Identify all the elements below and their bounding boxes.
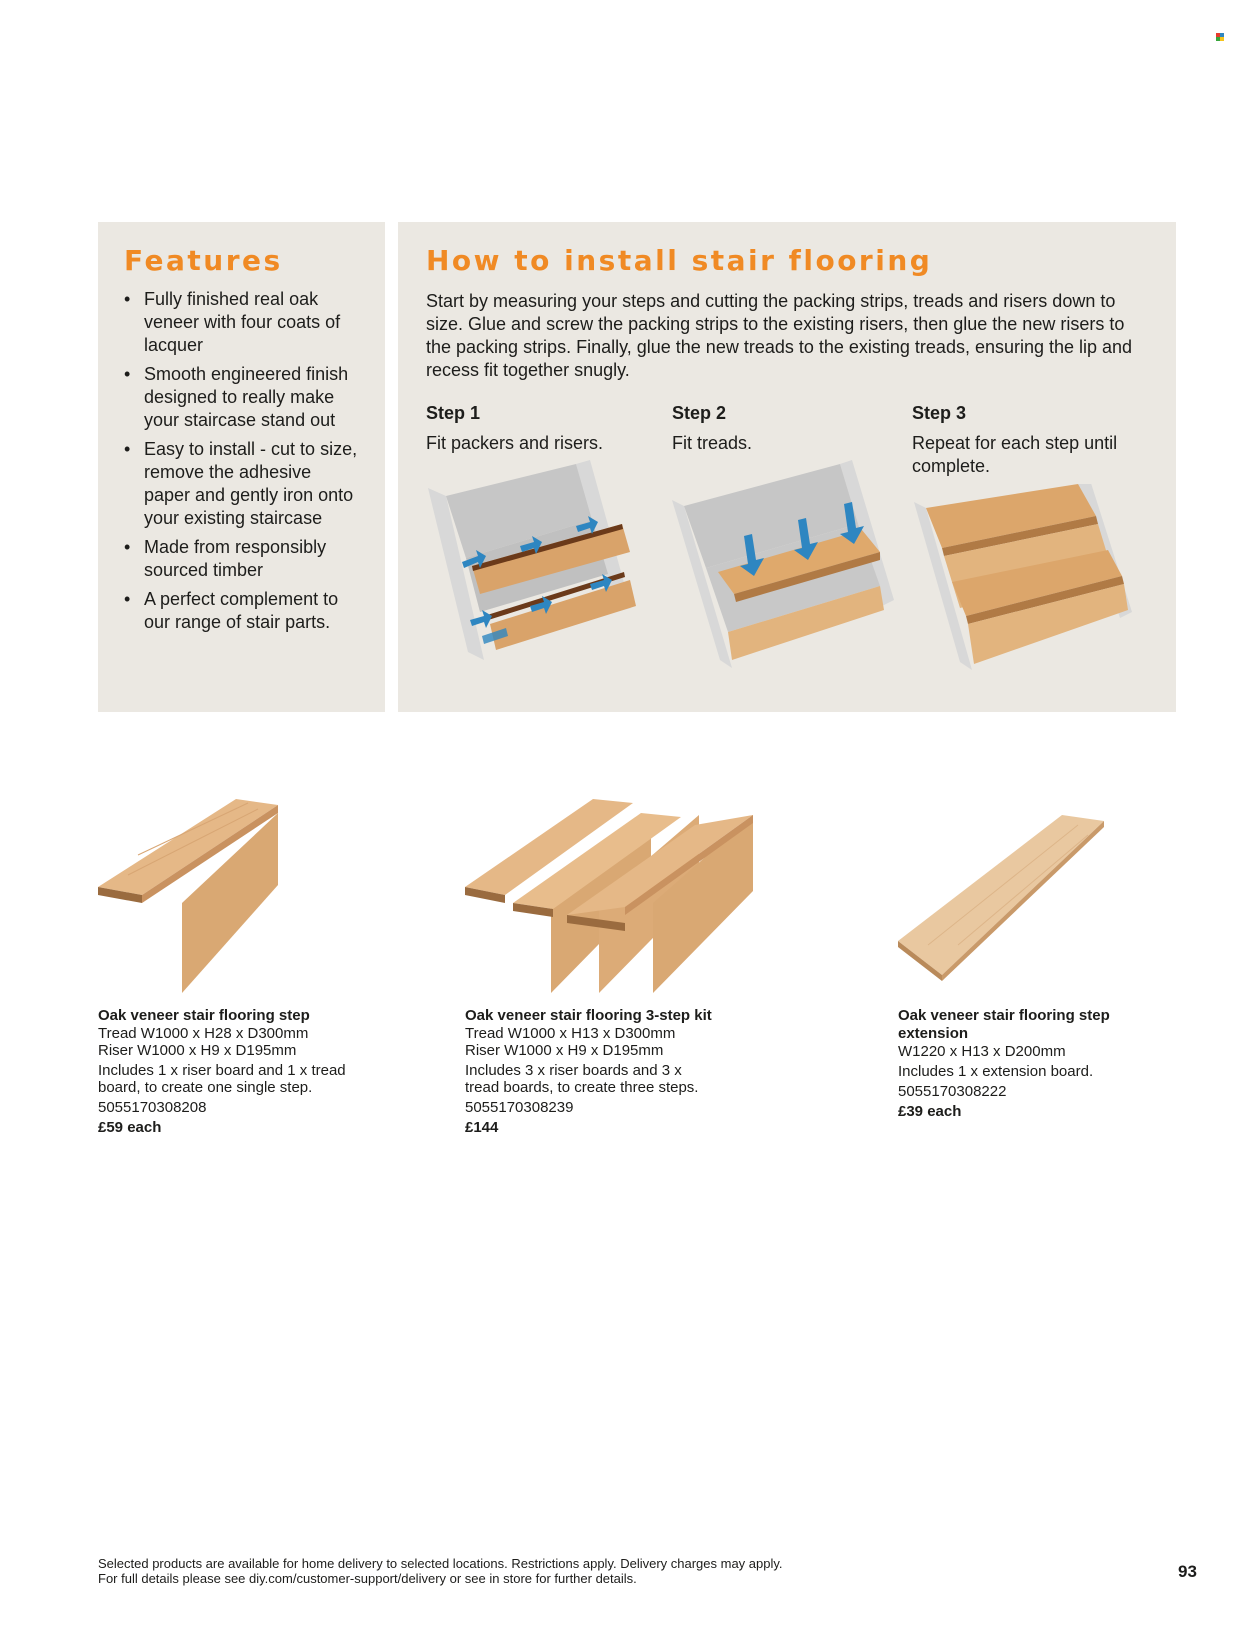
product-price: £39 each xyxy=(898,1103,962,1120)
product-info: Oak veneer stair flooring 3-step kit Tre… xyxy=(465,1007,785,1137)
product-name: Oak veneer stair flooring step xyxy=(98,1007,310,1024)
page-number: 93 xyxy=(1178,1562,1197,1581)
brand-logo-mark xyxy=(1216,33,1224,41)
product-extension-image xyxy=(898,815,1104,981)
product-description: tread boards, to create three steps. xyxy=(465,1079,699,1096)
product-price: £144 xyxy=(465,1119,499,1136)
delivery-footnote: Selected products are available for home… xyxy=(98,1556,898,1586)
features-heading: Features xyxy=(124,244,283,277)
step-text: Repeat for each step until complete. xyxy=(912,433,1118,476)
install-steps: Step 1 Fit packers and risers. xyxy=(426,402,1148,702)
product-code: 5055170308222 xyxy=(898,1083,1007,1100)
product-code: 5055170308239 xyxy=(465,1099,574,1116)
product-kit-image xyxy=(465,799,753,993)
product-spec: Riser W1000 x H9 x D195mm xyxy=(465,1042,664,1059)
step-title: Step 2 xyxy=(672,403,727,423)
step-text: Fit packers and risers. xyxy=(426,433,604,453)
step-2: Step 2 Fit treads. xyxy=(672,402,892,455)
step-text: Fit treads. xyxy=(672,433,753,453)
product-description: Includes 1 x riser board and 1 x tread xyxy=(98,1062,346,1079)
product-spec: Tread W1000 x H13 x D300mm xyxy=(465,1025,676,1042)
product-spec: Riser W1000 x H9 x D195mm xyxy=(98,1042,297,1059)
product-name: Oak veneer stair flooring 3-step kit xyxy=(465,1007,712,1024)
product-spec: Tread W1000 x H28 x D300mm xyxy=(98,1025,309,1042)
feature-item: Fully finished real oak veneer with four… xyxy=(124,288,359,357)
product-3-step-kit: Oak veneer stair flooring 3-step kit Tre… xyxy=(465,795,755,1136)
product-step-image xyxy=(98,799,278,993)
step-2-illustration xyxy=(672,460,894,668)
product-code: 5055170308208 xyxy=(98,1099,207,1116)
feature-item: Easy to install - cut to size, remove th… xyxy=(124,438,359,530)
product-spec: W1220 x H13 x D200mm xyxy=(898,1043,1066,1060)
product-step: Oak veneer stair flooring step Tread W10… xyxy=(98,795,346,1136)
features-panel: Features Fully finished real oak veneer … xyxy=(98,222,385,712)
step-title: Step 1 xyxy=(426,403,481,423)
product-info: Oak veneer stair flooring step Tread W10… xyxy=(98,1007,418,1137)
step-1-illustration xyxy=(428,460,636,660)
step-1: Step 1 Fit packers and risers. xyxy=(426,402,666,455)
product-step-extension: Oak veneer stair flooring step extension… xyxy=(898,795,1110,1120)
footnote-line: Selected products are available for home… xyxy=(98,1556,783,1571)
install-heading: How to install stair flooring xyxy=(426,244,933,277)
footnote-line: For full details please see diy.com/cust… xyxy=(98,1571,637,1586)
features-list: Fully finished real oak veneer with four… xyxy=(124,288,359,634)
product-price: £59 each xyxy=(98,1119,162,1136)
product-description: Includes 3 x riser boards and 3 x xyxy=(465,1062,682,1079)
feature-item: Made from responsibly sourced timber xyxy=(124,536,359,582)
product-description: Includes 1 x extension board. xyxy=(898,1063,1094,1080)
feature-item: Smooth engineered finish designed to rea… xyxy=(124,363,359,432)
product-info: Oak veneer stair flooring step extension… xyxy=(898,1007,1148,1121)
product-name: Oak veneer stair flooring step extension xyxy=(898,1007,1110,1042)
step-3: Step 3 Repeat for each step until comple… xyxy=(912,402,1152,478)
install-panel: How to install stair flooring Start by m… xyxy=(398,222,1176,712)
feature-item: A perfect complement to our range of sta… xyxy=(124,588,359,634)
step-3-illustration xyxy=(914,484,1132,670)
step-title: Step 3 xyxy=(912,403,967,423)
install-intro: Start by measuring your steps and cuttin… xyxy=(426,291,1133,380)
product-description: board, to create one single step. xyxy=(98,1079,313,1096)
